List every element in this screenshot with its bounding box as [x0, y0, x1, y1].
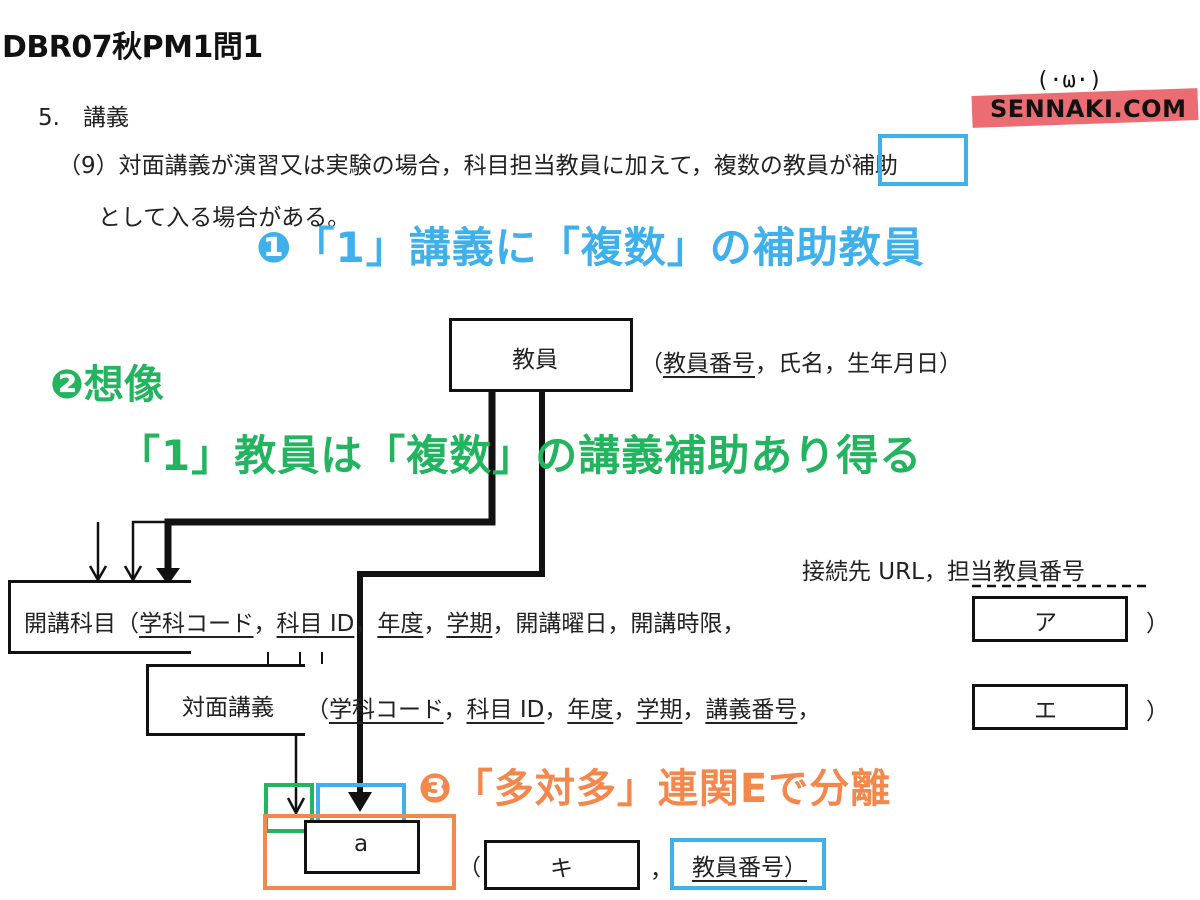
question-line-1: （9）対面講義が演習又は実験の場合，科目担当教員に加えて，複数の教員が補助 — [58, 146, 898, 180]
teacher-rest: ，氏名，生年月日） — [755, 351, 962, 377]
lecture-key-3: 学期 — [636, 697, 683, 723]
teacher-attributes: （教員番号，氏名，生年月日） — [640, 344, 962, 378]
blank-e-box — [972, 684, 1128, 730]
arrow-lecture-relation — [286, 797, 306, 816]
blank-e-label: エ — [1034, 698, 1057, 724]
course-key-2: 年度 — [377, 611, 424, 637]
blank-ki-box — [484, 840, 640, 890]
course-key-0: 学科コード — [139, 611, 254, 637]
relation-key-text: 教員番号） — [692, 855, 807, 881]
url-key: 担当教員番号 — [946, 559, 1085, 585]
relation-key: 教員番号） — [692, 848, 807, 882]
blank-ki-label: キ — [550, 856, 573, 882]
arrow-course-thick — [156, 568, 180, 585]
url-line: 接続先 URL，担当教員番号 — [802, 552, 1085, 586]
logo-text: SENNAKI.COM — [990, 95, 1187, 123]
lecture-key-4: 講義番号 — [705, 697, 798, 723]
annotation-2-title: ❷想像 — [50, 362, 164, 408]
logo-face: (·ω·) — [1036, 68, 1103, 93]
entity-teacher-box — [449, 318, 633, 392]
annotation-3: ❸「多対多」連関Eで分離 — [418, 766, 892, 812]
line-teacher-course — [164, 390, 496, 574]
course-line: 開講科目（学科コード，科目 ID，年度，学期，開講曜日，開講時限， — [24, 611, 746, 637]
entity-teacher-label: 教員 — [512, 347, 558, 373]
url-text: 接続先 URL， — [802, 559, 947, 585]
blank-a-box — [972, 596, 1128, 642]
course-key-1: 科目 ID — [276, 611, 355, 637]
blue-key-box — [670, 838, 826, 890]
course-name: 開講科目（ — [24, 611, 139, 637]
entity-lecture-box — [146, 664, 305, 736]
lecture-key-0: 学科コード — [329, 697, 444, 723]
course-key-3: 学期 — [446, 611, 493, 637]
entity-relation-label: a — [354, 831, 369, 857]
lecture-name: 対面講義 — [182, 695, 274, 721]
annotation-1: ❶「1」講義に「複数」の補助教員 — [256, 223, 925, 272]
highlight-box-fukusu — [878, 134, 968, 186]
teacher-key: 教員番号 — [663, 351, 755, 377]
course-rest: ，開講曜日，開講時限， — [492, 611, 746, 637]
page-title: DBR07秋PM1問1 — [2, 30, 263, 65]
orange-relation-box — [263, 814, 456, 890]
lecture-key-1: 科目 ID — [466, 697, 545, 723]
line1-b: の教員が補助 — [759, 153, 898, 179]
annotation-2-body: 「1」教員は「複数」の講義補助あり得る — [118, 431, 923, 480]
highlight-fukusu: 複数 — [713, 153, 760, 179]
lecture-open: （ — [306, 697, 329, 723]
course-close: ） — [1146, 611, 1169, 637]
arrow-relation-thick — [348, 792, 372, 812]
section-heading: 5. 講義 — [38, 105, 129, 131]
paren-open: （ — [640, 351, 663, 377]
line1-a: 対面講義が演習又は実験の場合，科目担当教員に加えて， — [118, 153, 714, 179]
thin-line-2 — [131, 520, 306, 578]
entity-relation-box — [304, 820, 420, 874]
lecture-close: ） — [1146, 699, 1169, 725]
line-teacher-relation — [357, 390, 545, 800]
relation-open: （ — [458, 855, 481, 881]
lecture-key-2: 年度 — [567, 697, 614, 723]
lecture-attributes: （学科コード，科目 ID，年度，学期，講義番号， — [306, 697, 821, 723]
relation-comma: ， — [650, 857, 673, 883]
green-arrow-box — [264, 783, 314, 833]
entity-course-box — [8, 580, 191, 654]
blank-a-label: ア — [1034, 610, 1057, 636]
question-line-2: として入る場合がある。 — [98, 205, 351, 231]
item-number: （9） — [58, 153, 119, 179]
